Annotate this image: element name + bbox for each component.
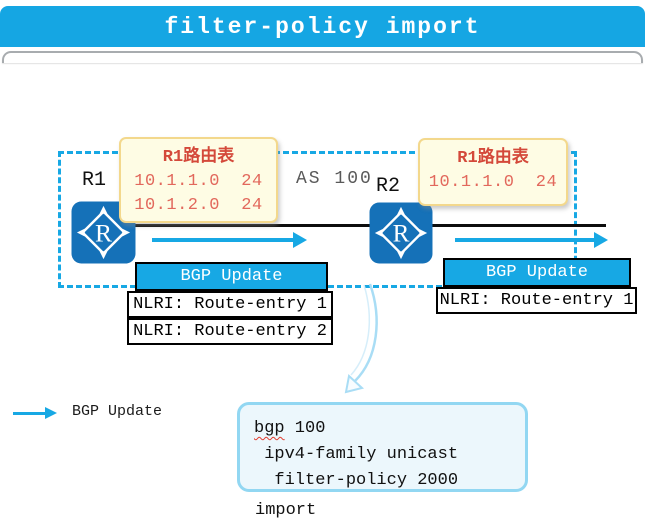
- route-table-note-r1: R1路由表 10.1.1.0 24 10.1.2.0 24: [119, 137, 278, 223]
- route-table-note-r2-side: R1路由表 10.1.1.0 24: [418, 138, 568, 206]
- router-icon-letter: R: [393, 221, 410, 248]
- route-entry: 10.1.1.0 24: [428, 173, 558, 192]
- page-title: filter-policy import: [0, 6, 645, 47]
- as-label: AS 100: [296, 169, 373, 189]
- router-r1-label: R1: [82, 169, 107, 192]
- route-table-title: R1路由表: [162, 148, 235, 167]
- link-line: [90, 224, 606, 227]
- config-line-rest: 100: [284, 419, 326, 438]
- legend-label: BGP Update: [72, 403, 163, 420]
- swoosh-arrow-icon: [344, 283, 378, 394]
- router-r2-icon: R: [369, 202, 433, 264]
- legend-arrow-icon: [13, 407, 57, 419]
- bgp-update-header-left: BGP Update: [135, 262, 328, 291]
- bgp-update-header-right: BGP Update: [443, 258, 631, 287]
- nlri-row: NLRI: Route-entry 1: [127, 291, 333, 318]
- router-r2-label: R2: [376, 175, 401, 198]
- slide-frame-border: [2, 51, 643, 63]
- flow-arrow-left-icon: [152, 232, 307, 248]
- route-entry: 10.1.1.0 24: [134, 172, 263, 191]
- router-icon-letter: R: [95, 218, 113, 247]
- config-keyword: bgp: [254, 419, 285, 438]
- config-line-overflow: import: [255, 501, 317, 519]
- route-table-title: R1路由表: [457, 149, 529, 168]
- config-snippet-box: bgp 100 ipv4-family unicast filter-polic…: [237, 402, 528, 519]
- flow-arrow-right-icon: [455, 232, 608, 248]
- route-entry: 10.1.2.0 24: [134, 196, 263, 215]
- config-line: ipv4-family unicast: [254, 445, 459, 464]
- config-line: filter-policy 2000: [254, 471, 459, 490]
- nlri-row: NLRI: Route-entry 2: [127, 318, 333, 345]
- nlri-row: NLRI: Route-entry 1: [436, 287, 637, 314]
- config-line: bgp 100: [254, 416, 525, 442]
